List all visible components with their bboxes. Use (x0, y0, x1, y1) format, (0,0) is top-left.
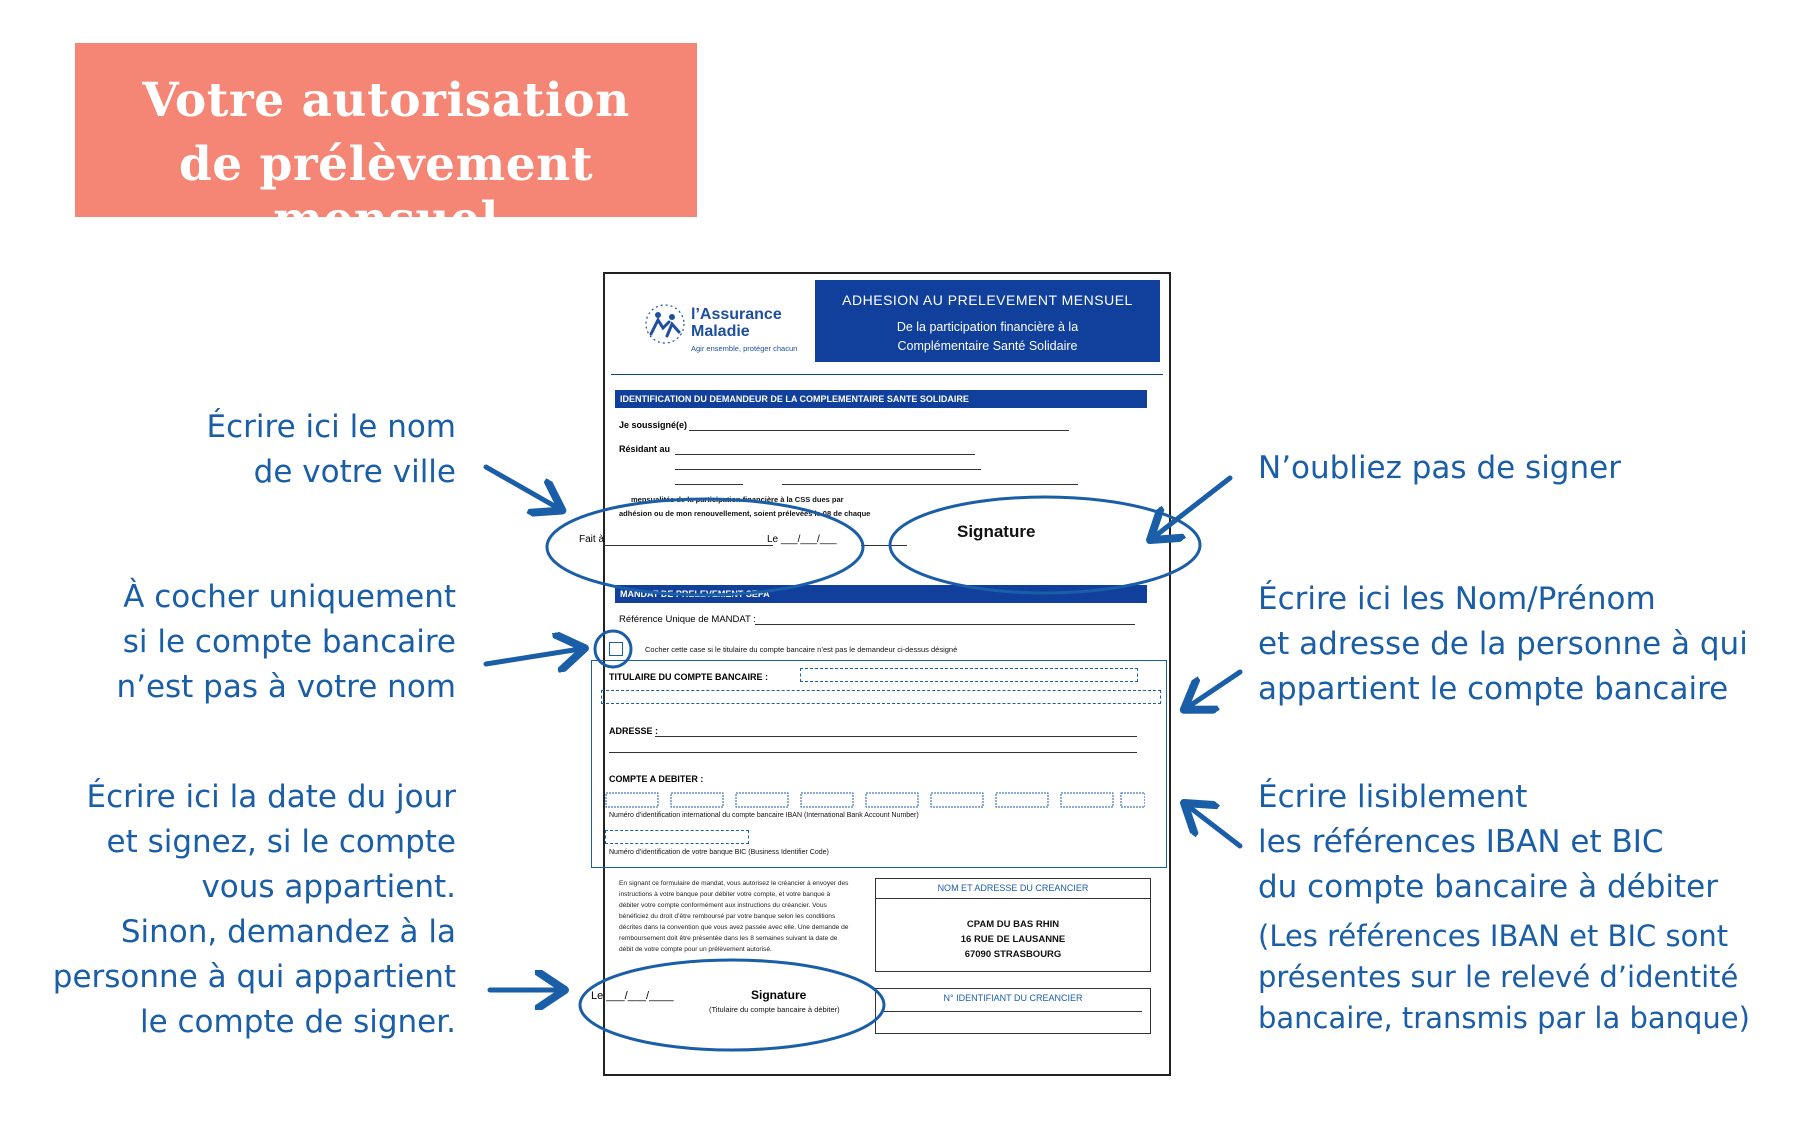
label-fait-a: Fait à (579, 534, 605, 545)
note-titulaire: Écrire ici les Nom/Prénom et adresse de … (1258, 577, 1748, 712)
title-line-2: de prélèvement mensuel (178, 137, 594, 247)
label-titulaire: TITULAIRE DU COMPTE BANCAIRE : (609, 672, 768, 682)
arrow-titulaire (1188, 669, 1243, 707)
creancier-address-line: CPAM DU BAS RHIN (966, 919, 1060, 930)
logo-text: l’Assurance Maladie Agir ensemble, proté… (691, 306, 797, 357)
note-cocher: À cocher uniquement si le compte bancair… (116, 575, 456, 710)
logo-name-1: l’Assurance (691, 306, 782, 323)
creancier-address-line: 16 RUE DE LAUSANNE (960, 934, 1066, 945)
title-banner: Votre autorisation de prélèvement mensue… (75, 43, 697, 247)
logo-name-2: Maladie (691, 323, 750, 340)
creancier-address-line: 67090 STRASBOURG (964, 949, 1062, 960)
text-mensualites-2: adhésion ou de mon renouvellement, soien… (619, 509, 871, 518)
note-date-line: vous appartient. (201, 869, 456, 905)
note-titulaire-line: et adresse de la personne à qui (1258, 626, 1748, 662)
form-header-title: ADHESION AU PRELEVEMENT MENSUEL (842, 292, 1133, 308)
text-mensualites-1: mensualités de la participation financiè… (631, 495, 844, 504)
note-titulaire-line: appartient le compte bancaire (1258, 671, 1729, 707)
note-iban-sub-line: bancaire, transmis par la banque) (1258, 1001, 1750, 1035)
field-adresse-2[interactable] (675, 469, 981, 470)
field-rum[interactable] (755, 624, 1135, 625)
note-iban-line: les références IBAN et BIC (1258, 824, 1664, 860)
creancier-title: NOM ET ADRESSE DU CREANCIER (876, 879, 1150, 899)
note-date-line: le compte de signer. (139, 1004, 456, 1040)
form-header-subtitle: De la participation financière à la Comp… (815, 318, 1160, 356)
text-mandat-line: En signant ce formulaire de mandat, vous… (619, 880, 849, 887)
box-ics: N° IDENTIFIANT DU CREANCIER (875, 988, 1151, 1034)
field-commune[interactable] (782, 484, 1078, 485)
note-cocher-line: À cocher uniquement (123, 579, 456, 615)
note-iban: Écrire lisiblement les références IBAN e… (1258, 775, 1750, 1039)
label-rum: Référence Unique de MANDAT : (619, 614, 756, 625)
box-creancier: NOM ET ADRESSE DU CREANCIER CPAM DU BAS … (875, 878, 1151, 972)
note-signer: N’oubliez pas de signer (1258, 446, 1621, 491)
note-signer-line: N’oubliez pas de signer (1258, 450, 1621, 486)
note-date-line: et signez, si le compte (106, 824, 457, 860)
label-signature: Signature (957, 522, 1036, 541)
field-code-postal[interactable] (675, 484, 743, 485)
checkbox-titulaire-different[interactable] (609, 642, 623, 656)
note-ville: Écrire ici le nom de votre ville (207, 405, 456, 495)
field-ics (884, 1011, 1142, 1012)
note-iban-line: Écrire lisiblement (1258, 779, 1528, 815)
text-mandat-line: débiter votre compte conformément aux in… (619, 902, 827, 909)
field-bic[interactable] (605, 830, 749, 844)
field-titulaire-prenom[interactable] (601, 690, 1161, 704)
creancier-address: CPAM DU BAS RHIN 16 RUE DE LAUSANNE 6709… (876, 899, 1150, 962)
form-header: ADHESION AU PRELEVEMENT MENSUEL De la pa… (815, 280, 1160, 362)
note-iban-line: du compte bancaire à débiter (1258, 869, 1718, 905)
form-header-sub-line: Complémentaire Santé Solidaire (897, 339, 1078, 353)
frame-titulaire (591, 660, 1167, 868)
field-date-end[interactable] (861, 545, 907, 546)
note-ville-line: de votre ville (253, 454, 456, 490)
section-mandat: MANDAT DE PRELEVEMENT SEPA (615, 585, 1147, 603)
label-soussigne: Je soussigné(e) (619, 420, 688, 430)
text-mandat: En signant ce formulaire de mandat, vous… (619, 878, 869, 955)
arrow-iban (1188, 806, 1243, 849)
arrow-cocher (483, 649, 580, 664)
ics-title: N° IDENTIFIANT DU CREANCIER (943, 993, 1083, 1003)
label-signature-2-sub: (Titulaire du compte bancaire à débiter) (709, 1005, 840, 1014)
field-soussigne[interactable] (689, 430, 1069, 431)
note-titulaire-line: Écrire ici les Nom/Prénom (1258, 581, 1656, 617)
note-date-line: Écrire ici la date du jour (86, 779, 456, 815)
note-iban-sub-line: (Les références IBAN et BIC sont (1258, 919, 1729, 953)
note-date-line: Sinon, demandez à la (120, 914, 456, 950)
title-line-1: Votre autorisation (142, 73, 630, 128)
caption-bic: Numéro d’identification de votre banque … (609, 849, 829, 856)
field-titulaire-adresse-2[interactable] (609, 752, 1137, 753)
text-mandat-line: remboursement doit être présentée dans l… (619, 935, 838, 942)
field-fait-a[interactable] (603, 545, 773, 546)
form-document: l’Assurance Maladie Agir ensemble, proté… (579, 272, 1171, 1076)
label-signature-2: Signature (751, 988, 807, 1002)
note-ville-line: Écrire ici le nom (206, 409, 456, 445)
label-resident: Résidant au (619, 444, 671, 454)
label-compte: COMPTE A DEBITER : (609, 774, 704, 784)
note-cocher-line: n’est pas à votre nom (116, 669, 456, 705)
text-mandat-line: décrites dans la convention que vous ave… (619, 924, 849, 931)
field-titulaire-nom[interactable] (800, 668, 1138, 682)
arrow-ville (483, 464, 558, 508)
section-identification: IDENTIFICATION DU DEMANDEUR DE LA COMPLE… (615, 390, 1147, 408)
text-cocher: Cocher cette case si le titulaire du com… (645, 645, 958, 654)
note-date-line: personne à qui appartient (52, 959, 456, 995)
text-mandat-line: instructions à votre banque pour débiter… (619, 891, 831, 898)
field-adresse-1[interactable] (675, 454, 975, 455)
label-le-date: Le ___/___/___ (767, 534, 837, 545)
note-iban-sub-line: présentes sur le relevé d’identité (1258, 960, 1739, 994)
logo-tagline: Agir ensemble, protéger chacun (691, 344, 798, 353)
label-adresse: ADRESSE : (609, 726, 659, 736)
label-le-date-2: Le ___/___/____ (591, 990, 674, 1002)
note-date-signature: Écrire ici la date du jour et signez, si… (53, 775, 456, 1045)
divider (611, 374, 1163, 375)
iban-boxes (605, 792, 1146, 808)
field-iban[interactable] (605, 792, 1146, 808)
text-mandat-line: bénéficiez du droit d’être remboursé par… (619, 913, 836, 920)
caption-iban: Numéro d’identification international du… (609, 812, 919, 819)
text-mandat-line: débit de votre compte pour un prélèvemen… (619, 946, 772, 953)
assurance-maladie-logo-icon (645, 304, 685, 344)
field-titulaire-adresse-1[interactable] (655, 736, 1137, 737)
form-header-sub-line: De la participation financière à la (896, 320, 1079, 334)
note-cocher-line: si le compte bancaire (122, 624, 456, 660)
